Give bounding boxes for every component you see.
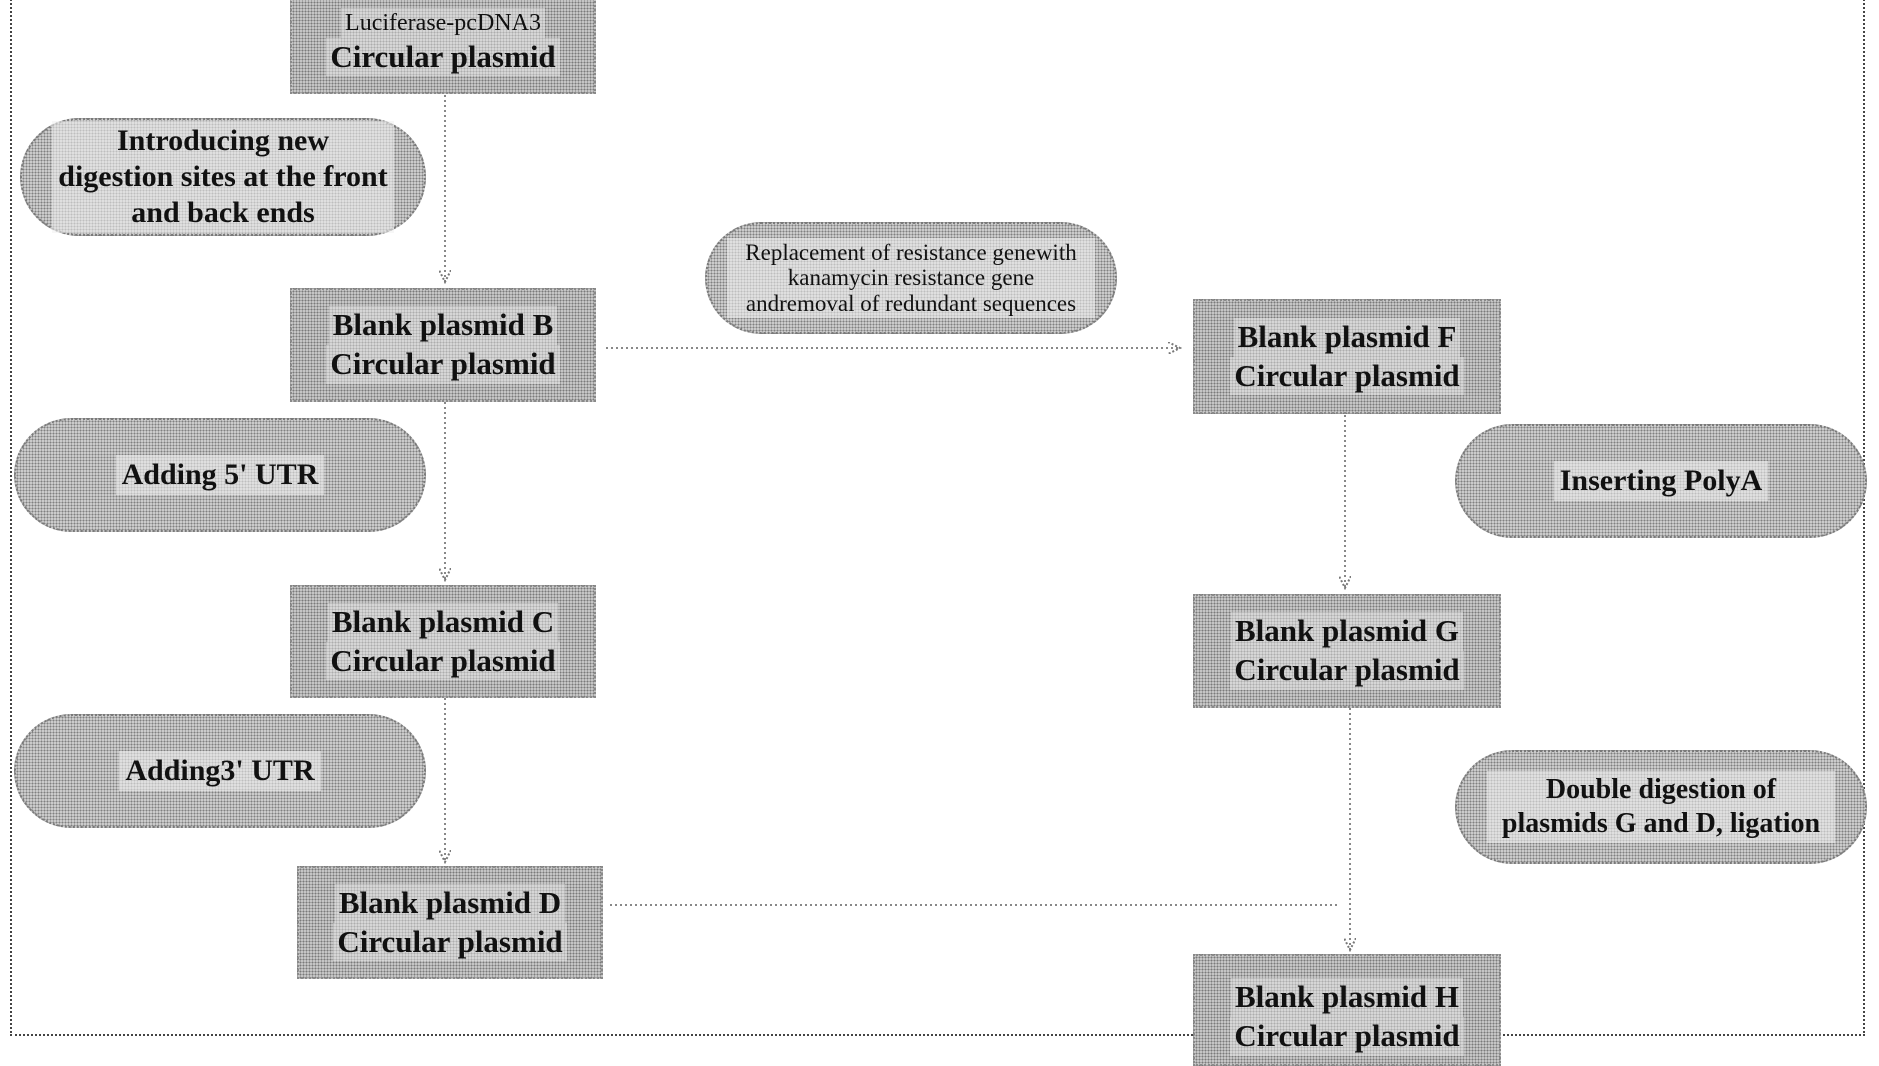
- node-d-title: Blank plasmid D: [335, 884, 565, 923]
- node-d-subtitle: Circular plasmid: [333, 923, 566, 962]
- node-blank-plasmid-c: Blank plasmid C Circular plasmid: [290, 585, 596, 698]
- step-replacement-resistance-gene-label: Replacement of resistance genewith kanam…: [727, 238, 1095, 318]
- node-blank-plasmid-f: Blank plasmid F Circular plasmid: [1193, 299, 1501, 414]
- node-blank-plasmid-h: Blank plasmid H Circular plasmid: [1193, 954, 1501, 1066]
- step-double-digestion-ligation: Double digestion of plasmids G and D, li…: [1455, 750, 1867, 864]
- node-blank-plasmid-d: Blank plasmid D Circular plasmid: [297, 866, 603, 979]
- node-blank-plasmid-b: Blank plasmid B Circular plasmid: [290, 288, 596, 402]
- node-f-subtitle: Circular plasmid: [1230, 357, 1463, 396]
- step-inserting-polya-label: Inserting PolyA: [1554, 461, 1769, 501]
- node-luciferase-pcdna3: Luciferase-pcDNA3 Circular plasmid: [290, 0, 596, 94]
- step-inserting-polya: Inserting PolyA: [1455, 424, 1867, 538]
- node-c-subtitle: Circular plasmid: [326, 642, 559, 681]
- node-a-title: Luciferase-pcDNA3: [341, 8, 545, 38]
- node-g-subtitle: Circular plasmid: [1230, 651, 1463, 690]
- step-replacement-resistance-gene: Replacement of resistance genewith kanam…: [705, 222, 1117, 334]
- node-g-title: Blank plasmid G: [1231, 612, 1463, 651]
- node-h-subtitle: Circular plasmid: [1230, 1017, 1463, 1056]
- step-adding-5-utr: Adding 5' UTR: [14, 418, 426, 532]
- node-f-title: Blank plasmid F: [1234, 318, 1461, 357]
- node-b-subtitle: Circular plasmid: [326, 345, 559, 384]
- step-double-digestion-ligation-label: Double digestion of plasmids G and D, li…: [1487, 771, 1835, 842]
- step-adding-5-utr-label: Adding 5' UTR: [116, 455, 325, 495]
- step-introducing-digestion-sites: Introducing new digestion sites at the f…: [20, 118, 426, 236]
- node-b-title: Blank plasmid B: [329, 306, 558, 345]
- node-a-subtitle: Circular plasmid: [326, 38, 559, 77]
- node-c-title: Blank plasmid C: [328, 603, 558, 642]
- step-adding-3-utr-label: Adding3' UTR: [119, 751, 320, 791]
- step-adding-3-utr: Adding3' UTR: [14, 714, 426, 828]
- step-introducing-digestion-sites-label: Introducing new digestion sites at the f…: [52, 121, 394, 233]
- node-h-title: Blank plasmid H: [1231, 978, 1463, 1017]
- node-blank-plasmid-g: Blank plasmid G Circular plasmid: [1193, 594, 1501, 708]
